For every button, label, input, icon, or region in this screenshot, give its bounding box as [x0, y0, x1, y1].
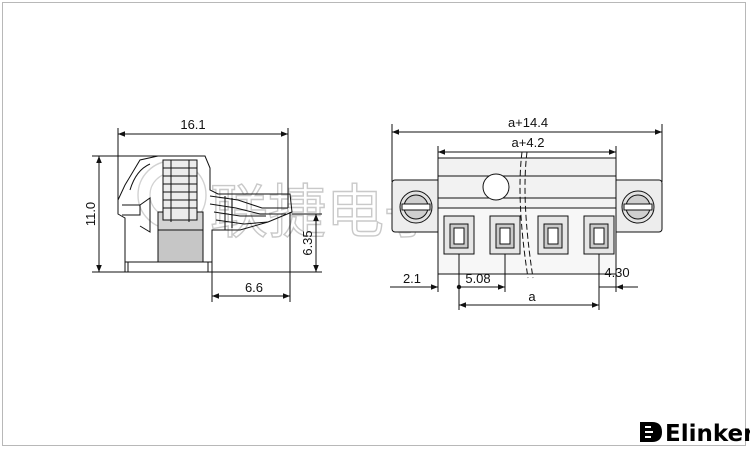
left-mounting-screw — [399, 190, 433, 224]
dim-side-height — [92, 155, 160, 273]
dim-side-offset — [211, 212, 291, 302]
dim-label-6-6: 6.6 — [245, 280, 263, 295]
dim-label-11-0: 11.0 — [83, 202, 98, 226]
dim-front-inner — [437, 146, 617, 160]
dim-label-a-plus-14-4: a+14.4 — [508, 115, 548, 130]
dim-label-5-08: 5.08 — [465, 271, 490, 286]
right-mounting-screw — [621, 190, 655, 224]
side-view — [117, 155, 293, 273]
dim-label-2-1: 2.1 — [403, 271, 421, 286]
dim-label-a-plus-4-2: a+4.2 — [512, 135, 545, 150]
elinker-logo-icon — [640, 422, 662, 442]
logo-text: Elinker — [665, 421, 750, 447]
elinker-logo: Elinker — [640, 421, 750, 447]
dim-label-6-35: 6.35 — [300, 230, 315, 255]
drawing-border — [2, 2, 746, 446]
dim-front-overall — [391, 124, 663, 182]
dim-origin-dot — [456, 284, 462, 290]
dim-side-width — [117, 128, 289, 212]
dim-label-a: a — [528, 289, 536, 304]
dim-label-16-1: 16.1 — [180, 117, 205, 132]
wire-port-1 — [443, 215, 475, 255]
dim-label-4-30: 4.30 — [604, 265, 629, 280]
dim-side-lower-height — [212, 213, 322, 273]
wire-port-3 — [537, 215, 569, 255]
dim-front-lower — [390, 254, 638, 310]
wire-port-2 — [489, 215, 521, 255]
wire-port-4 — [583, 215, 615, 255]
front-view — [391, 151, 663, 279]
